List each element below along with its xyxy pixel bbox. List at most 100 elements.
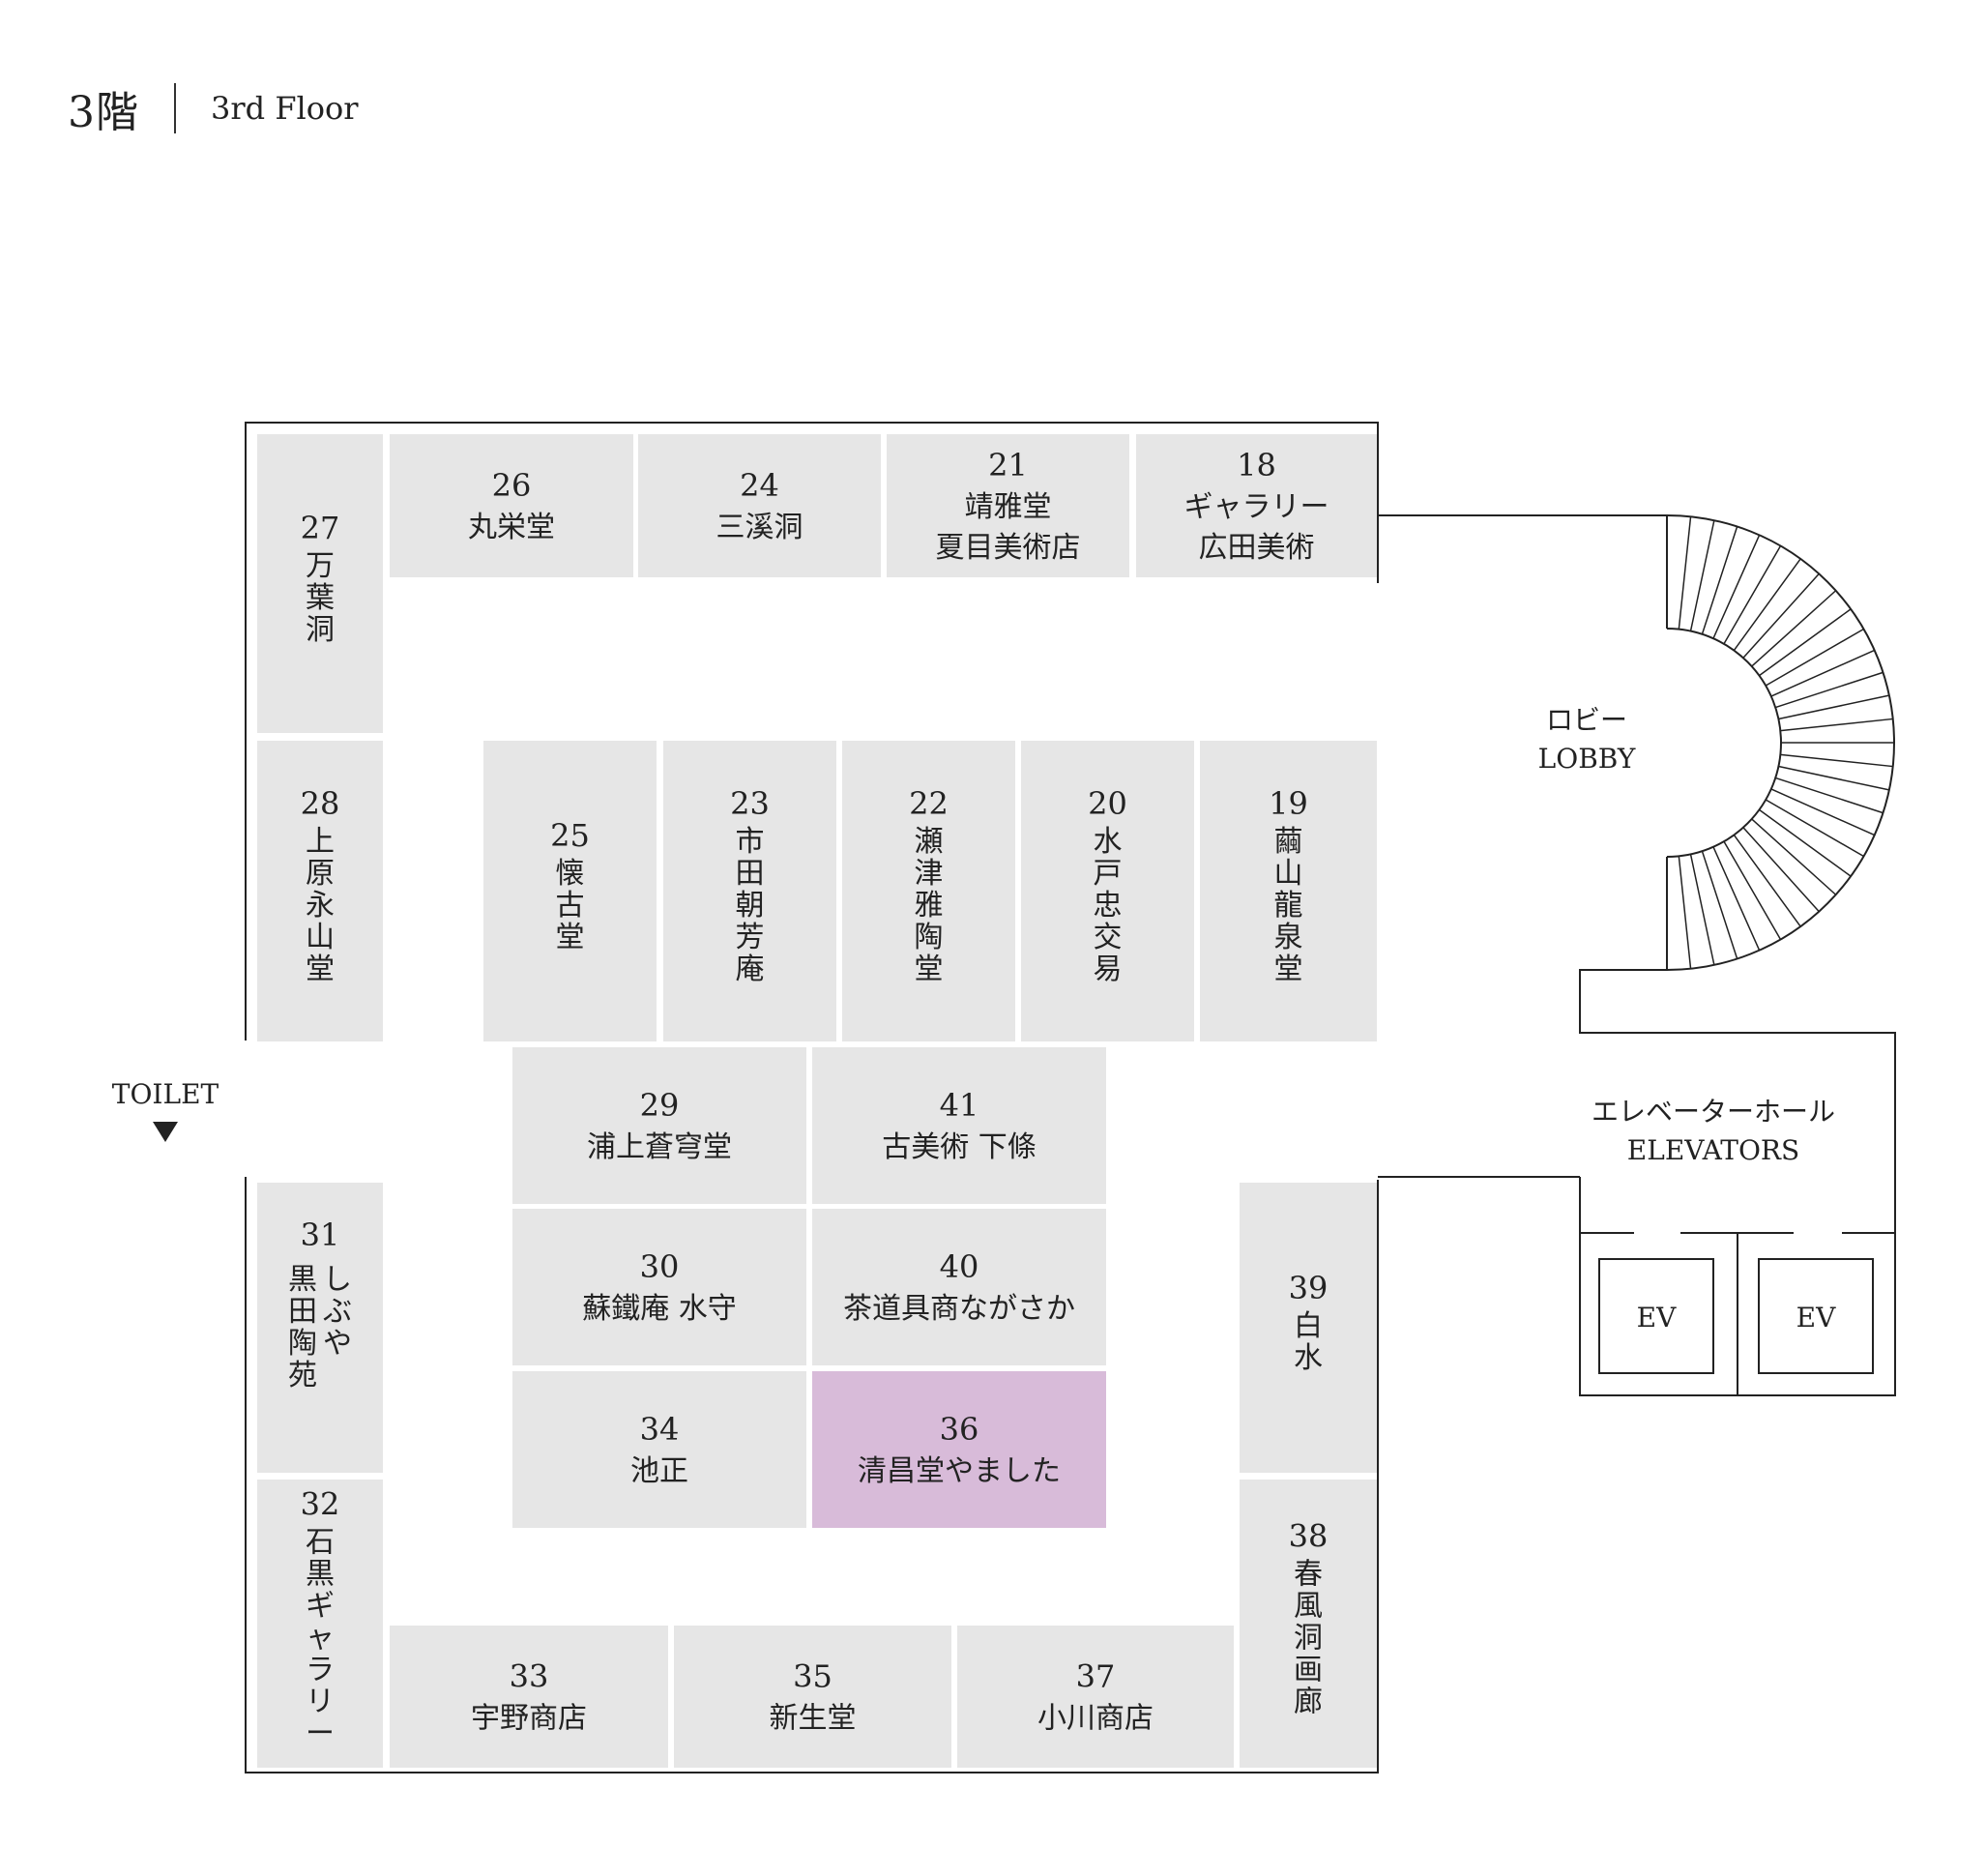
booth-name: 古美術 下條 [882, 1130, 1037, 1164]
booth-number: 22 [909, 785, 949, 822]
booth-20-area[interactable] [1021, 741, 1194, 1041]
booth-24-area[interactable] [638, 434, 881, 577]
elevator-right [1758, 1258, 1874, 1374]
booth-24[interactable]: 24 三溪洞 [638, 434, 881, 577]
booth-41-area[interactable] [812, 1047, 1106, 1204]
booth-name: 蘇鐵庵 水守 [582, 1292, 737, 1326]
booth-29-area[interactable] [512, 1047, 806, 1204]
floor-title-jp: 3階 [68, 88, 139, 137]
booth-name: 黒田陶苑 [288, 1263, 317, 1392]
page-header: 3階 3rd Floor [68, 79, 359, 137]
booth-40-area[interactable] [812, 1209, 1106, 1365]
booth-name: 池正 [630, 1454, 688, 1488]
booth-number: 31 [301, 1216, 340, 1253]
booth-number: 21 [988, 447, 1028, 484]
booth-number: 40 [940, 1248, 979, 1285]
booth-number: 24 [740, 467, 779, 504]
booth-name: 繭山龍泉堂 [1274, 825, 1303, 986]
staircase [1666, 514, 1895, 971]
booth-name: 夏目美術店 [936, 531, 1081, 565]
booth-34[interactable]: 34 池正 [512, 1371, 806, 1528]
lobby-label-jp: ロビー [1546, 704, 1627, 736]
lobby-walls [1579, 969, 1896, 1396]
booth-name: 石黒ギャラリー [306, 1526, 335, 1751]
booth-18-area[interactable] [1136, 434, 1377, 577]
booth-25-area[interactable] [483, 741, 657, 1041]
booth-35-area[interactable] [674, 1626, 951, 1768]
booth-name: 小川商店 [1037, 1702, 1154, 1736]
booth-name: 春風洞画廊 [1294, 1558, 1323, 1719]
header-divider [174, 83, 176, 133]
booth-37-area[interactable] [957, 1626, 1234, 1768]
booth-36-area[interactable] [812, 1371, 1106, 1528]
booth-number: 19 [1269, 785, 1308, 822]
booth-number: 39 [1289, 1270, 1329, 1306]
booth-19-area[interactable] [1200, 741, 1377, 1041]
booth-32-area[interactable] [257, 1480, 383, 1768]
booth-number: 34 [640, 1411, 680, 1448]
booth-31-area[interactable] [257, 1183, 383, 1473]
booth-number: 20 [1088, 785, 1127, 822]
lobby-label-en: LOBBY [1538, 743, 1636, 775]
booth-38-area[interactable] [1240, 1480, 1377, 1768]
booth-34-area[interactable] [512, 1371, 806, 1528]
booth-41[interactable]: 41 古美術 下條 [812, 1047, 1106, 1204]
booth-name: 宇野商店 [471, 1702, 587, 1736]
toilet-label: TOILET [112, 1078, 219, 1110]
booth-28-area[interactable] [257, 741, 383, 1041]
booth-21-area[interactable] [887, 434, 1129, 577]
booth-number: 28 [301, 785, 340, 822]
booth-27-area[interactable] [257, 434, 383, 733]
booth-number: 32 [301, 1486, 340, 1523]
booth-27[interactable]: 27 万葉洞 [257, 434, 383, 733]
booth-33[interactable]: 33 宇野商店 [390, 1626, 668, 1768]
booth-number: 33 [510, 1658, 549, 1695]
booth-name: 万葉洞 [306, 549, 335, 647]
elevator-hall-label-jp: エレベーターホール [1592, 1096, 1835, 1128]
booth-number: 36 [940, 1411, 979, 1448]
booth-number: 41 [940, 1087, 979, 1124]
booth-number: 30 [640, 1248, 680, 1285]
booth-number: 25 [550, 817, 590, 854]
booth-name: 浦上蒼穹堂 [587, 1130, 732, 1164]
booth-33-area[interactable] [390, 1626, 668, 1768]
booth-number: 27 [301, 510, 340, 546]
booth-name: ギャラリー [1184, 490, 1329, 524]
booth-number: 18 [1237, 447, 1276, 484]
booth-26-area[interactable] [390, 434, 633, 577]
booth-name: 茶道具商ながさか [843, 1292, 1075, 1326]
ev-label-right: EV [1796, 1302, 1836, 1334]
booth-name: 白水 [1294, 1309, 1323, 1375]
booth-23-area[interactable] [663, 741, 836, 1041]
booth-40[interactable]: 40 茶道具商ながさか [812, 1209, 1106, 1365]
booth-32[interactable]: 32 石黒ギャラリー [257, 1480, 383, 1768]
ev-label-left: EV [1637, 1302, 1677, 1334]
booth-number: 26 [492, 467, 532, 504]
booth-name: 新生堂 [770, 1702, 857, 1736]
booth-name: 広田美術 [1199, 531, 1315, 565]
booth-30-area[interactable] [512, 1209, 806, 1365]
booth-name: 三溪洞 [716, 511, 803, 544]
booth-22-area[interactable] [842, 741, 1015, 1041]
booth-39-area[interactable] [1240, 1183, 1377, 1473]
booth-30[interactable]: 30 蘇鐵庵 水守 [512, 1209, 806, 1365]
booth-19[interactable]: 19 繭山龍泉堂 [1200, 741, 1377, 1041]
booth-name: 靖雅堂 [965, 490, 1052, 524]
